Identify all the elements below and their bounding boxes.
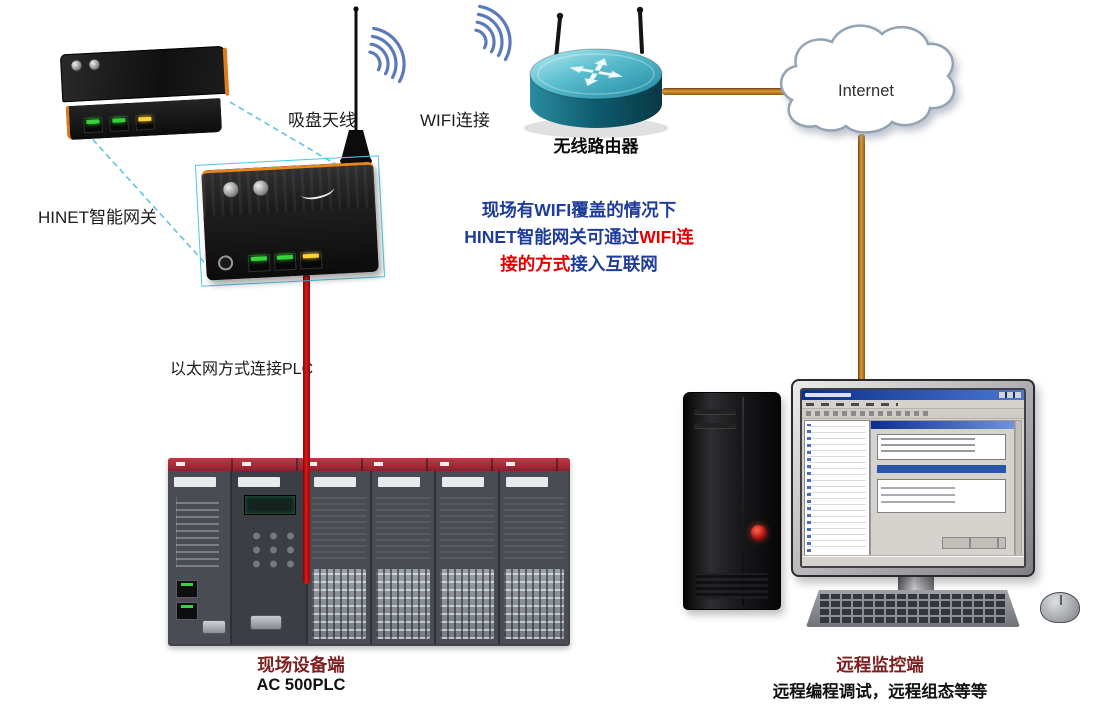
window-title-bar [802, 390, 1024, 400]
module-label [238, 477, 280, 487]
serial-port-icon [202, 620, 226, 634]
note-segment: 接的方式 [500, 254, 571, 274]
terminal-block [312, 569, 366, 639]
plc-io-module [436, 471, 500, 644]
internet-label: Internet [838, 82, 894, 100]
scrollbar [1015, 420, 1022, 556]
wireless-router-label: 无线路由器 [553, 137, 639, 156]
suction-antenna-label: 吸盘天线 [288, 111, 356, 130]
cpu-keypad [244, 527, 296, 569]
cable-router-to-internet [662, 88, 802, 95]
ethernet-port-icon [83, 117, 104, 134]
child-window-title-bar [871, 421, 1014, 429]
antenna-connector-icon [221, 180, 240, 199]
remote-side-subtitle: 远程编程调试，远程组态等等 [772, 683, 988, 701]
drive-slot [693, 409, 736, 415]
monitor-screen [800, 388, 1026, 568]
configuration-panel [870, 420, 1015, 556]
serial-port-icon [250, 615, 282, 630]
ethernet-port-icon [247, 254, 271, 273]
plc-cpu-module [232, 471, 308, 644]
project-tree-panel [804, 420, 870, 556]
suction-antenna-icon [340, 6, 372, 167]
settings-group-box [877, 434, 1006, 460]
io-led-area [440, 493, 494, 559]
io-led-area [312, 493, 366, 559]
wifi-signal-icon [368, 26, 406, 84]
programming-software-window [802, 390, 1024, 566]
settings-group-box [877, 479, 1006, 513]
io-led-area [376, 493, 430, 559]
hinet-gateway-device-small [59, 45, 230, 141]
status-led-column [176, 497, 219, 567]
antenna-connector-icon [251, 179, 270, 197]
cpu-display [244, 495, 296, 515]
plc-red-band [168, 458, 570, 471]
power-connector-icon [217, 255, 234, 271]
ethernet-port-icon [135, 114, 156, 131]
note-segment: 现场有WIFI覆盖的情况下 [481, 200, 677, 220]
wireless-router-icon [524, 6, 668, 138]
note-segment: 接入互联网 [570, 254, 658, 274]
tower-seam [741, 397, 744, 605]
cable-gateway-to-plc [303, 274, 310, 584]
pc-tower [683, 392, 781, 610]
ethernet-port-icon [109, 115, 130, 132]
internet-cloud-icon [780, 24, 956, 134]
status-bar [802, 556, 1024, 566]
tower-vent [695, 573, 769, 599]
cable-internet-to-pc [858, 134, 865, 396]
module-label [442, 477, 484, 487]
ethernet-connection-label: 以太网方式连接PLC [170, 361, 314, 378]
module-label [314, 477, 356, 487]
terminal-block [504, 569, 564, 639]
plc-io-module [500, 471, 568, 644]
ethernet-port-icon [176, 602, 198, 620]
remote-side-title: 远程监控端 [836, 655, 924, 675]
selected-row-highlight [877, 465, 1006, 473]
power-button-icon [751, 525, 766, 540]
wifi-link-label: WIFI连接 [420, 111, 490, 130]
terminal-block [440, 569, 494, 639]
wifi-signal-icon [474, 4, 512, 62]
note-segment: WIFI连 [639, 227, 694, 247]
module-label [506, 477, 548, 487]
keyboard [806, 590, 1020, 627]
gateway-front-face [203, 207, 379, 281]
drive-slot [693, 423, 736, 429]
hinet-gateway-device-zoomed [194, 155, 386, 287]
plc-io-module [308, 471, 372, 644]
toolbar [802, 409, 1024, 419]
ethernet-port-icon [273, 252, 297, 271]
plc-io-module [372, 471, 436, 644]
field-side-title: 现场设备端 [257, 655, 345, 675]
antenna-connector-icon [88, 58, 101, 71]
ethernet-port-icon [176, 580, 198, 598]
ac500-plc-device [168, 458, 570, 646]
monitor [791, 379, 1035, 577]
note-line: 接的方式接入互联网 [428, 251, 730, 278]
antenna-connector-icon [70, 59, 83, 72]
io-led-area [504, 493, 564, 559]
note-segment: HINET智能网关可通过 [464, 227, 640, 247]
gateway-front-face [65, 97, 222, 141]
terminal-block [376, 569, 430, 639]
module-label [174, 477, 216, 487]
gateway-top-face [59, 45, 229, 103]
note-line: HINET智能网关可通过WIFI连 [428, 224, 730, 251]
dialog-buttons [942, 537, 1006, 549]
note-line: 现场有WIFI覆盖的情况下 [428, 197, 730, 224]
mouse [1040, 592, 1080, 623]
ethernet-port-icon [299, 251, 323, 270]
module-label [378, 477, 420, 487]
brand-logo-icon [299, 179, 336, 203]
plc-comm-module [168, 471, 232, 644]
gateway-body [201, 161, 379, 281]
hinet-gateway-label: HINET智能网关 [38, 208, 157, 227]
menu-bar [802, 400, 1024, 409]
field-side-subtitle: AC 500PLC [256, 676, 346, 694]
